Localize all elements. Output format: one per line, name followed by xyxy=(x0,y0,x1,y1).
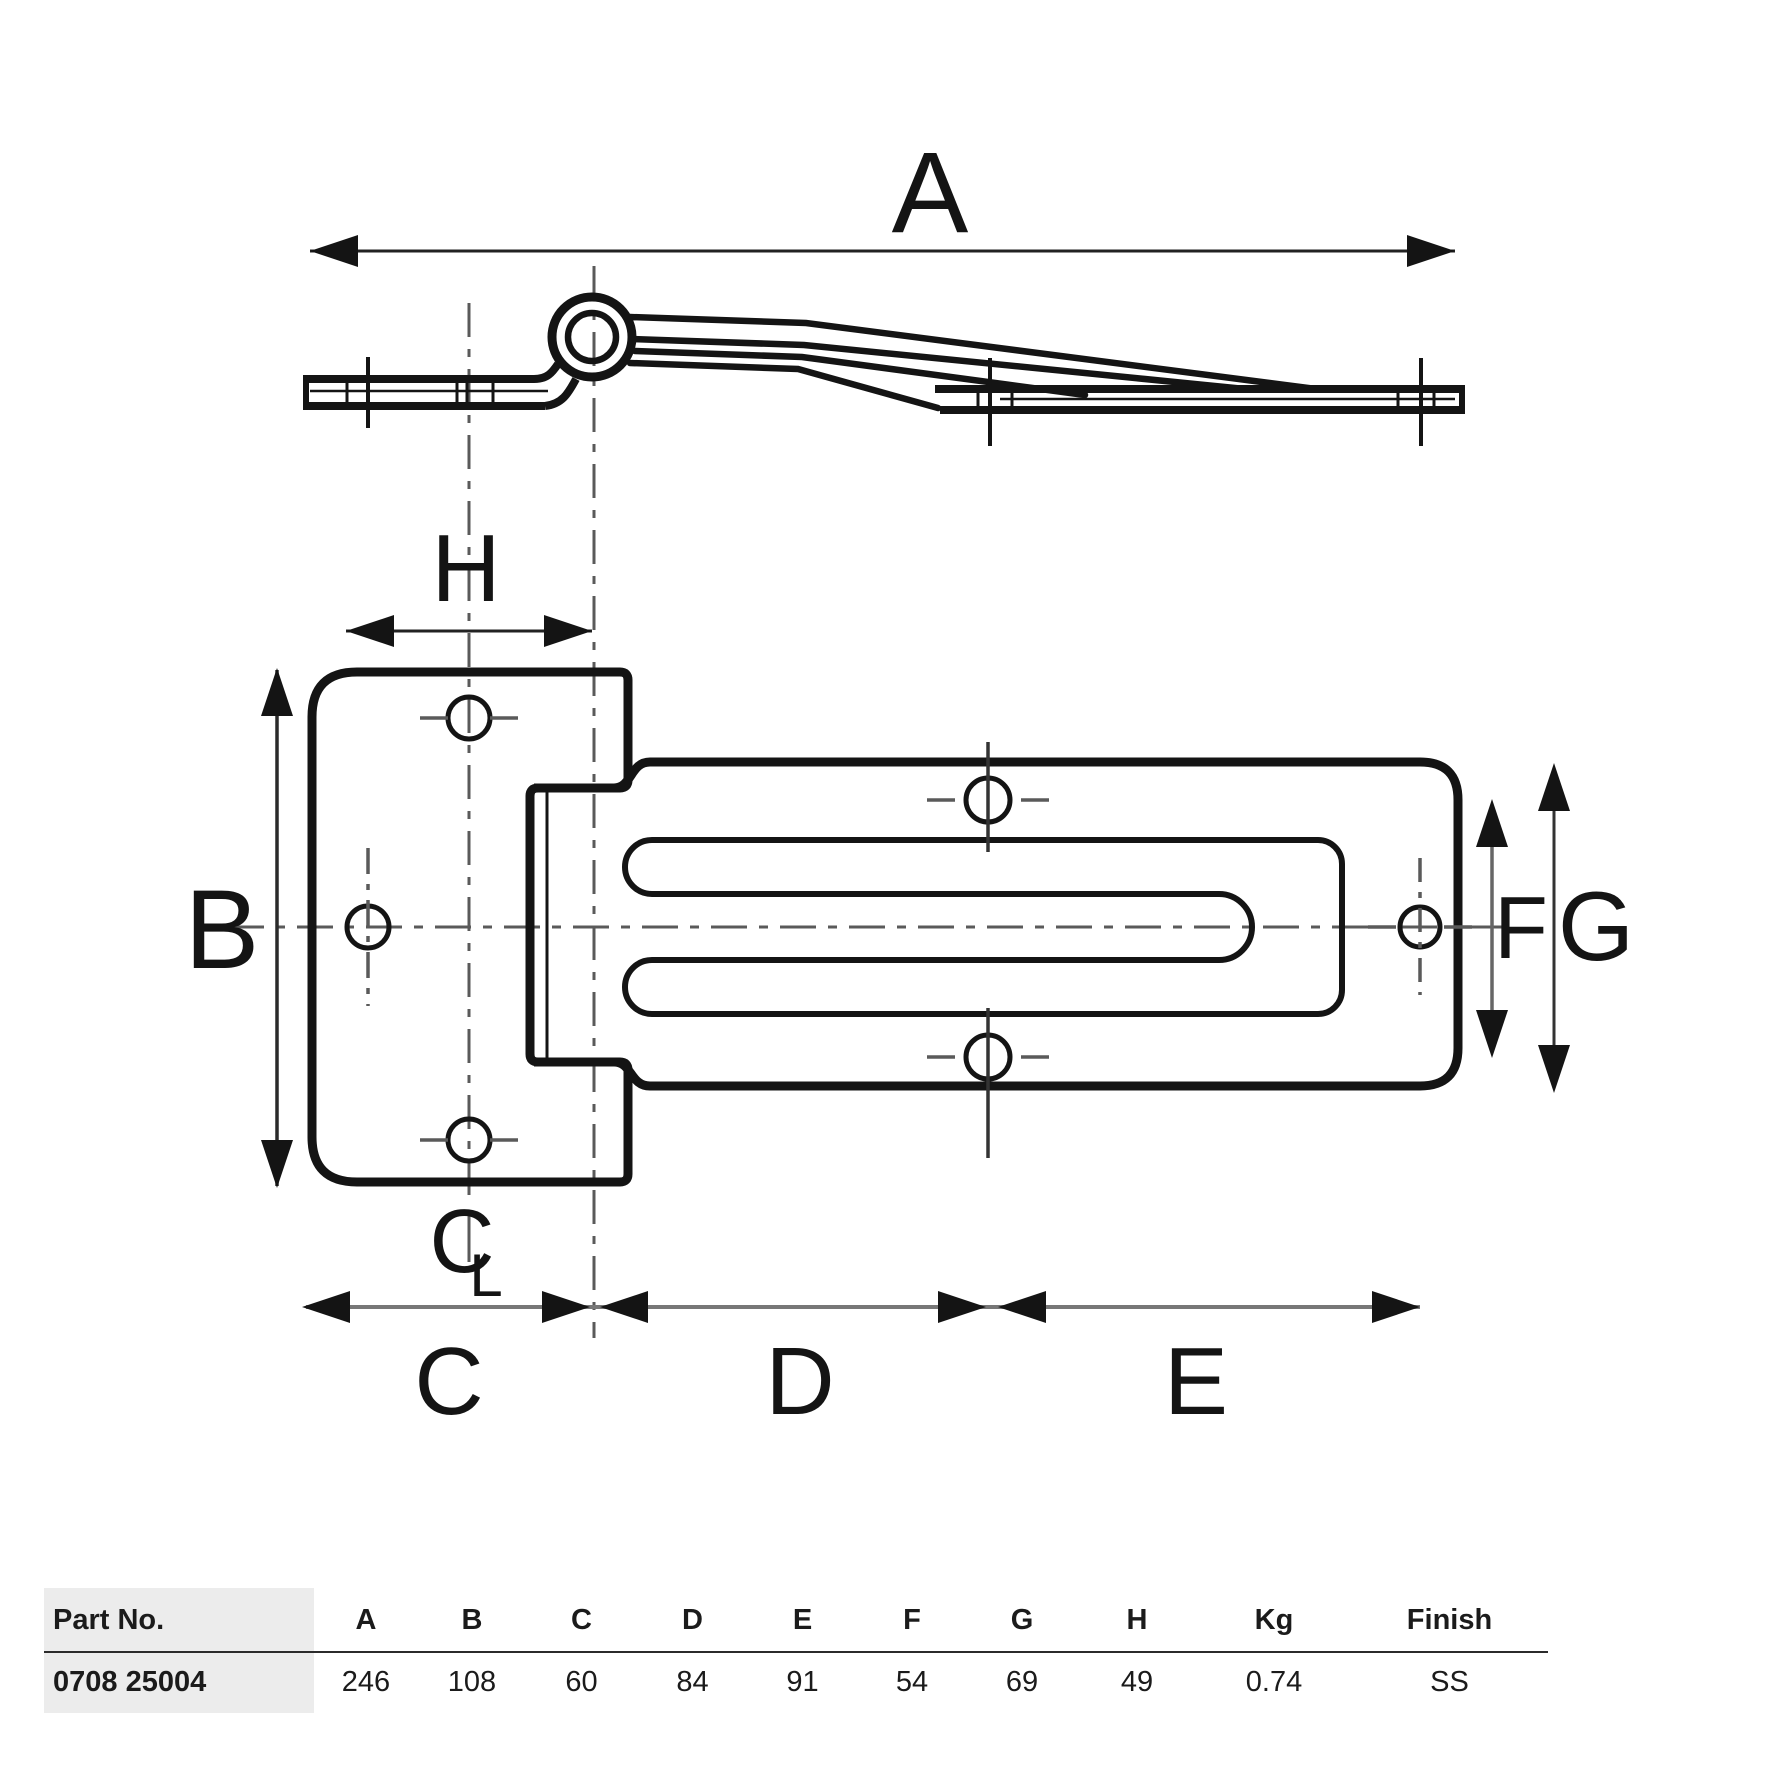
dimension-annotations: A H B C D E C L xyxy=(185,129,1634,1435)
dim-label-c: C xyxy=(414,1328,483,1435)
hole-crosshairs xyxy=(366,716,1472,1142)
dim-label-a: A xyxy=(892,129,969,257)
plan-arm-outline xyxy=(534,757,1463,1091)
table-header-g: G xyxy=(1010,1603,1034,1636)
dim-label-d: D xyxy=(765,1328,834,1435)
table-header-h: H xyxy=(1126,1603,1148,1636)
arrowhead-right-icon xyxy=(1372,1291,1420,1323)
arrowhead-up-icon xyxy=(1538,763,1570,811)
table-value-f: 54 xyxy=(895,1666,929,1698)
table-header-c: C xyxy=(571,1603,592,1636)
side-arm-leaves xyxy=(626,313,1320,412)
side-knuckle-neck-top xyxy=(533,361,562,383)
table-value-part-no: 0708 25004 xyxy=(53,1666,207,1698)
table-header-kg: Kg xyxy=(1254,1603,1294,1636)
arrowhead-up-icon xyxy=(1476,799,1508,847)
table-value-d: 84 xyxy=(676,1666,709,1698)
centerline-symbol: C L xyxy=(430,1192,503,1309)
centerline-symbol-l: L xyxy=(469,1242,502,1309)
dim-label-b: B xyxy=(185,867,260,992)
arrowhead-up-icon xyxy=(261,668,293,716)
arrowhead-right-icon xyxy=(544,615,592,647)
dim-label-g: G xyxy=(1558,871,1634,981)
arrowhead-left-icon xyxy=(346,615,394,647)
arrowhead-left-icon xyxy=(302,1291,350,1323)
table-value-a: 246 xyxy=(341,1666,391,1698)
table-value-kg: 0.74 xyxy=(1245,1666,1303,1698)
table-value-g: 69 xyxy=(1005,1666,1039,1698)
plan-arm-recess-outline xyxy=(622,837,1345,1017)
table-header-finish: Finish xyxy=(1406,1603,1493,1636)
side-knuckle-inner xyxy=(564,309,620,365)
table-value-b: 108 xyxy=(447,1666,497,1698)
part-number-column-background xyxy=(44,1588,314,1713)
side-right-leaf-ticks xyxy=(976,393,1436,407)
dim-label-e: E xyxy=(1164,1328,1228,1435)
construction-centerlines xyxy=(228,266,1502,1338)
arrowhead-right-icon xyxy=(1407,235,1455,267)
table-divider xyxy=(44,1651,1548,1653)
side-left-leaf-ticks xyxy=(345,383,495,403)
arrowhead-down-icon xyxy=(261,1140,293,1188)
dim-label-h: H xyxy=(431,515,500,622)
table-header-e: E xyxy=(792,1603,813,1636)
table-header-b: B xyxy=(461,1603,483,1636)
arrowhead-down-icon xyxy=(1476,1010,1508,1058)
arrowhead-left-icon xyxy=(998,1291,1046,1323)
table-value-e: 91 xyxy=(786,1666,819,1698)
table-header-part-no: Part No. xyxy=(53,1603,165,1636)
table-value-c: 60 xyxy=(565,1666,598,1698)
table-header-f: F xyxy=(903,1603,921,1636)
plan-screw-holes xyxy=(344,694,1443,1164)
side-view xyxy=(303,292,1465,446)
arrowhead-down-icon xyxy=(1538,1045,1570,1093)
arrowhead-right-icon xyxy=(542,1291,590,1323)
table-value-finish: SS xyxy=(1430,1666,1469,1698)
dim-label-f: F xyxy=(1494,878,1548,977)
table-value-h: 49 xyxy=(1120,1666,1154,1698)
side-knuckle-outer xyxy=(547,292,637,382)
spec-table: Part No. A B C D E F G H Kg Finish 0708 … xyxy=(44,1588,1548,1713)
side-knuckle-neck-bottom xyxy=(544,377,580,410)
table-header-d: D xyxy=(682,1603,703,1636)
table-header-a: A xyxy=(355,1603,377,1636)
spec-table-value-row: 0708 25004 246 108 60 84 91 54 69 49 0.7… xyxy=(44,1652,1548,1713)
arrowhead-right-icon xyxy=(938,1291,986,1323)
arrowhead-left-icon xyxy=(310,235,358,267)
centerline-symbol-c: C xyxy=(430,1192,495,1292)
arrowhead-left-icon xyxy=(600,1291,648,1323)
spec-table-header-row: Part No. A B C D E F G H Kg Finish xyxy=(44,1588,1548,1652)
plan-view xyxy=(307,667,1472,1187)
